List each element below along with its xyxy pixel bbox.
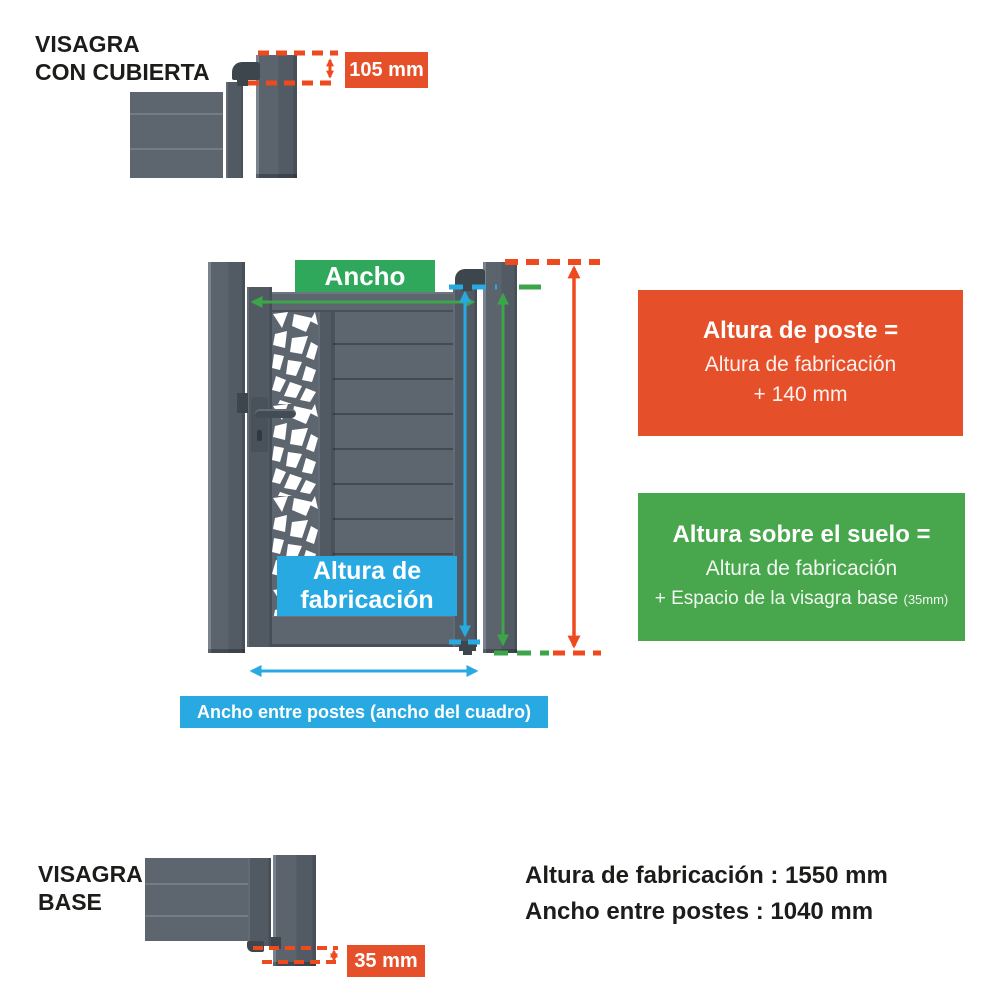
title-line2: CON CUBIERTA [35, 59, 210, 85]
title-line1: VISAGRA [35, 31, 140, 57]
latch-keep [237, 393, 248, 413]
gate-stile-base-detail [248, 858, 271, 946]
hinge-pin [237, 78, 248, 86]
ground-clearance-info-box: Altura sobre el suelo = Altura de fabric… [638, 493, 965, 641]
dimension-badge-35mm: 35 mm [347, 945, 425, 977]
post-height-info-box: Altura de poste = Altura de fabricación … [638, 290, 963, 436]
post-height-line2: Altura de fabricación [704, 353, 897, 376]
hinge-top-detail-title: VISAGRA CON CUBIERTA [35, 30, 210, 86]
dimension-35mm-label: 35 mm [354, 949, 418, 972]
fence-slat-line [130, 148, 223, 150]
post-height-title: Altura de poste = [702, 317, 899, 344]
ground-clearance-line2: Altura de fabricación [705, 556, 898, 580]
post-base-detail [273, 855, 316, 966]
ground-clearance-line3-text: + Espacio de la visagra base [654, 587, 899, 609]
fence-slat-line [145, 883, 248, 885]
gate-left-stile [247, 287, 272, 647]
fence-panel-base-detail [145, 858, 248, 941]
fence-slat-line [145, 915, 248, 917]
handle-lever [255, 409, 296, 418]
title-line1: VISAGRA [38, 861, 143, 887]
base-hinge-pin [247, 941, 264, 952]
hinge-cover [232, 62, 260, 80]
width-label-box: Ancho [295, 260, 435, 292]
post-top-detail [256, 55, 297, 178]
handle-plate [251, 397, 268, 452]
post-height-line3: + 140 mm [753, 383, 848, 406]
fab-height-line1: Altura de [312, 557, 422, 585]
width-label: Ancho [324, 260, 406, 291]
ground-clearance-line3: + Espacio de la visagra base (35mm) [655, 584, 949, 615]
keyhole [257, 430, 262, 441]
right-post [483, 262, 517, 653]
ground-clearance-title: Altura sobre el suelo = [672, 520, 931, 548]
fence-slat-line [130, 113, 223, 115]
spec-fab-height: Altura de fabricación : 1550 mm [525, 862, 888, 889]
base-hinge-bracket [271, 937, 281, 949]
gate-mid-stile [318, 312, 333, 616]
dimension-105mm-label: 105 mm [349, 58, 424, 81]
left-post [208, 262, 245, 653]
dimension-badge-105mm: 105 mm [345, 52, 428, 88]
hinge-base-detail-title: VISAGRA BASE [38, 860, 143, 916]
title-line2: BASE [38, 889, 102, 915]
gate-stile-top-detail [226, 82, 243, 178]
width-between-posts-label: Ancho entre postes (ancho del cuadro) [196, 701, 532, 722]
bottom-hinge [459, 641, 476, 651]
top-hinge-pin [461, 286, 472, 291]
fab-height-line2: fabricación [300, 586, 434, 614]
gate-top-rail [247, 292, 457, 313]
spec-width-between-posts: Ancho entre postes : 1040 mm [525, 898, 874, 925]
top-hinge-cover [455, 269, 485, 288]
fabrication-height-label-box: Altura de fabricación [277, 556, 457, 616]
width-between-posts-label-box: Ancho entre postes (ancho del cuadro) [180, 696, 548, 728]
ground-clearance-line3-note: (35mm) [903, 591, 949, 607]
fence-panel-top-detail [130, 92, 223, 178]
bottom-hinge-pin [463, 649, 472, 655]
gate-bottom-rail [247, 615, 457, 647]
